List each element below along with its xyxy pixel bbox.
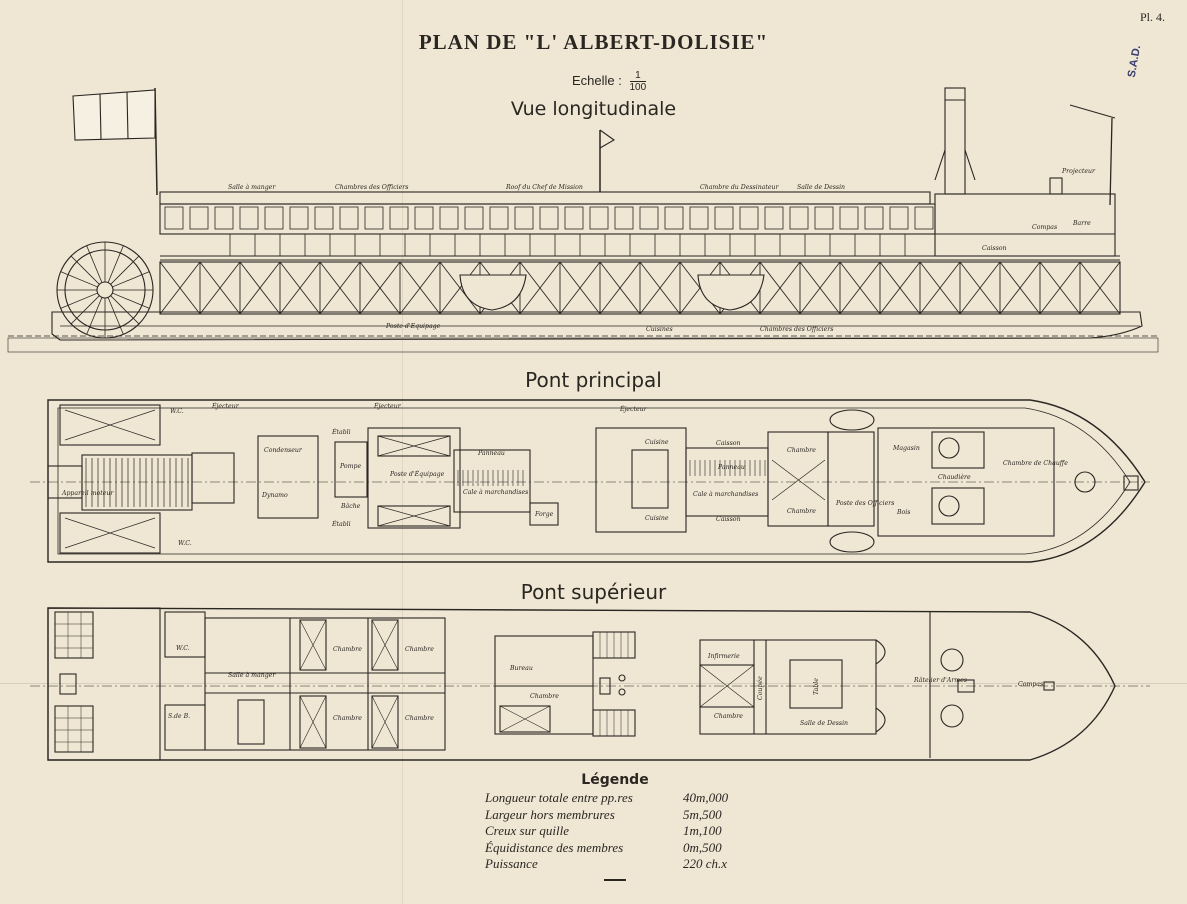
legend-value: 40m,000 [683,790,729,805]
label-chambres-officiers: Chambres des Officiers [335,184,408,191]
label-chambre-u3: Chambre [333,715,362,722]
label-dynamo: Dynamo [261,492,288,499]
label-chambre-dessinateur: Chambre du Dessinateur [700,184,779,191]
legend-rule [604,878,626,881]
label-chaudiere: Chaudière [938,474,971,481]
label-etabli-2: Établi [331,520,351,528]
label-poste-equipage-deck: Poste d'Équipage [389,470,445,478]
label-wc-1: W.C. [170,408,184,415]
legend-label: Creux sur quille [485,823,570,838]
label-caisson: Caisson [982,245,1006,252]
funnel [934,87,976,195]
scale-numerator: 1 [629,70,647,82]
label-sdb: S.de B. [168,713,190,720]
label-bureau: Bureau [509,665,533,672]
legend-value: 5m,500 [683,806,722,822]
label-cuisine-2: Cuisine [645,515,669,522]
longitudinal-view [7,87,1160,353]
label-chambre-1: Chambre [787,447,816,454]
legend-label: Longueur totale entre pp.res [485,790,633,805]
label-chambre-2: Chambre [787,508,816,515]
label-chambres-officiers-2: Chambres des Officiers [760,326,833,333]
label-chambre-u4: Chambre [405,715,434,722]
label-salle-dessin: Salle de Dessin [797,184,845,191]
legend-value: 220 ch.x [683,856,728,871]
label-infirmerie: Infirmerie [707,653,740,660]
label-table: Table [813,678,820,695]
label-ejecteur-1: Éjecteur [211,402,240,410]
label-cuisine-1: Cuisine [645,439,669,446]
label-panneau-1: Panneau [477,450,505,457]
legend-row-creux: Creux sur quille 1m,100 [485,823,745,840]
label-barre: Barre [1072,220,1091,227]
legend-value: 1m,100 [683,823,722,838]
legend-row-puissance: Puissance 220 ch.x [485,856,745,873]
legend: Légende Longueur totale entre pp.res 40m… [485,772,745,881]
label-caisson-1: Caisson [716,440,740,447]
label-cale-2: Cale à marchandises [693,491,758,498]
label-cuisines: Cuisines [646,326,673,333]
label-compas-upper: Compas [1018,681,1043,688]
legend-value: 0m,500 [683,839,722,855]
label-bache: Bâche [340,503,361,510]
label-magasin: Magasin [892,445,920,452]
legend-label: Largeur hors membrures [485,806,615,822]
label-chambre-u1: Chambre [333,646,362,653]
legend-label: Équidistance des membres [485,839,624,855]
main-deck-plan [30,399,1150,563]
scale-label: Echelle : [572,72,622,88]
upper-deck-title: Pont supérieur [520,580,667,604]
label-wc-upper: W.C. [176,645,190,652]
label-salle-manger-upper: Salle à manger [228,672,276,679]
label-compas: Compas [1032,224,1057,231]
legend-row-longueur: Longueur totale entre pp.res 40m,000 [485,790,745,807]
scale-denominator: 100 [629,82,647,93]
label-pompe: Pompe [339,463,361,470]
paddle-wheel [56,241,154,339]
label-panneau-2: Panneau [717,464,745,471]
upper-deck-plan [30,607,1150,761]
scale-indicator: Echelle : 1 100 [572,70,647,93]
plate-number: Pl. 4. [1139,10,1165,24]
label-salle-a-manger: Salle à manger [228,184,276,191]
label-chambre-u2: Chambre [405,646,434,653]
main-deck-title: Pont principal [525,368,662,392]
legend-row-largeur: Largeur hors membrures 5m,500 [485,807,745,824]
label-ejecteur-2: Éjecteur [373,402,402,410]
label-caisson-2: Caisson [716,516,740,523]
flag-icon [72,87,158,196]
legend-label: Puissance [485,856,538,871]
label-poste-equipage: Poste d'Equipage [385,323,441,330]
label-salle-dessin-upper: Salle de Dessin [800,720,848,727]
longitudinal-view-title: Vue longitudinale [510,98,677,120]
label-projecteur: Projecteur [1061,168,1096,175]
label-bois: Bois [896,509,910,516]
label-forge: Forge [534,511,554,518]
label-cale-1: Cale à marchandises [463,489,528,496]
label-ejecteur-3: Éjecteur [619,405,648,413]
label-wc-2: W.C. [178,540,192,547]
label-etabli-1: Établi [331,428,351,436]
legend-row-equidistance: Équidistance des membres 0m,500 [485,840,745,857]
page-title: PLAN DE "L' ALBERT-DOLISIE" [418,30,769,54]
legend-title: Légende [581,772,649,788]
scale-fraction: 1 100 [629,70,647,93]
label-condenseur: Condenseur [264,447,303,454]
label-poste-officiers: Poste des Officiers [835,500,894,507]
label-chambre-u5: Chambre [530,693,559,700]
label-appareil-moteur: Appareil moteur [61,490,114,497]
label-ratelier: Râtelier d'Armes [913,677,967,684]
label-chambre-chauffe: Chambre de Chauffe [1003,460,1068,467]
label-coupee: Coupée [757,676,764,700]
label-chambre-u6: Chambre [714,713,743,720]
label-roof-chef: Roof du Chef de Mission [505,184,583,191]
